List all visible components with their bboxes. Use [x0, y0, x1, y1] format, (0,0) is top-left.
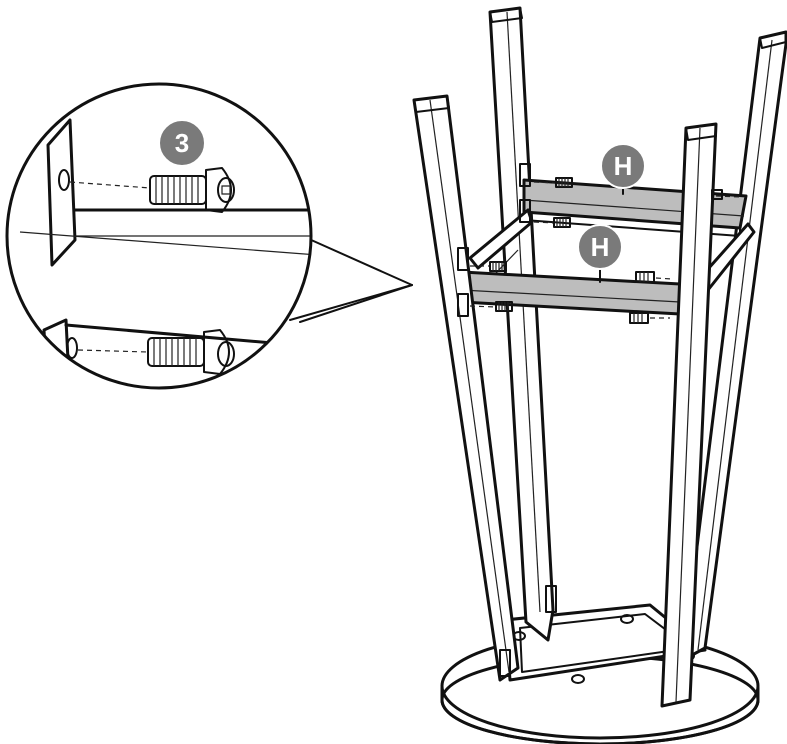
detail-magnifier [5, 82, 413, 390]
leg-front-left [412, 94, 520, 682]
screw-icon [711, 189, 741, 200]
leg-front-right [660, 122, 718, 708]
rail-screws [469, 177, 741, 324]
badge-label-rail-upper: H [614, 151, 633, 181]
callout-badge-rail-upper: H [600, 143, 646, 189]
rail-lower [460, 270, 682, 316]
apron-hole [620, 614, 634, 624]
screw-icon [629, 312, 670, 324]
badge-label-screw: 3 [175, 128, 189, 158]
badge-label-rail-lower: H [591, 232, 610, 262]
screw-icon [635, 271, 673, 283]
screw-icon [149, 167, 235, 213]
apron-hole [571, 674, 585, 684]
leg-brackets [457, 163, 557, 677]
screw-icon [533, 217, 571, 228]
magnifier-pointer [299, 234, 413, 286]
screw-icon [469, 301, 513, 312]
magnifier-pointer [289, 284, 413, 321]
callout-badge-rail-lower: H [577, 224, 623, 270]
bracket-hole [66, 337, 78, 359]
screw-icon [533, 177, 573, 188]
screw-icon [470, 261, 507, 272]
leg-back-left [488, 6, 555, 642]
callout-badge-screw: 3 [158, 119, 206, 167]
bracket-hole [58, 169, 70, 191]
stool-assembly [412, 6, 787, 744]
